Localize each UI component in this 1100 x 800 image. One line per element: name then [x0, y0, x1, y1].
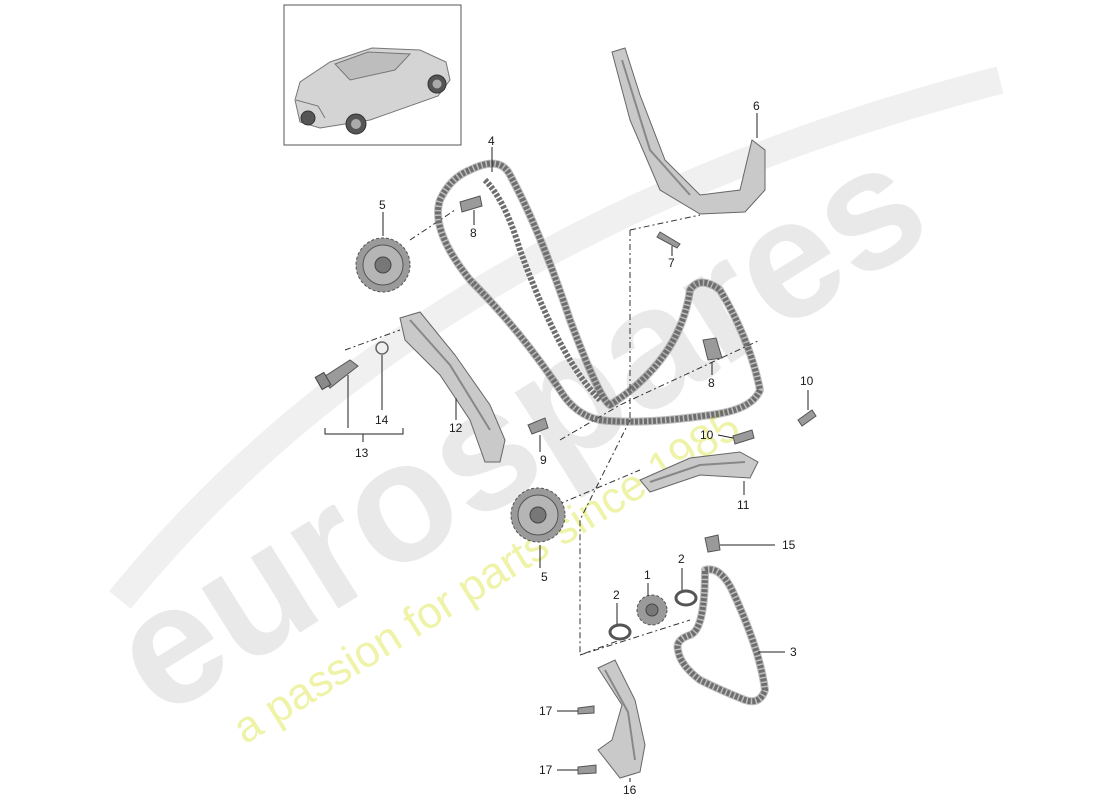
watermark: eurospares a passion for parts since 198…: [79, 66, 1004, 753]
callout-8-lower: 8: [708, 376, 715, 390]
washer-2-left: [608, 623, 632, 641]
pin-8-lower: [702, 337, 723, 361]
timing-chain-lower: [673, 565, 769, 706]
callout-9: 9: [540, 453, 547, 467]
bolt-10-upper: [797, 409, 817, 427]
pin-8-upper: [459, 195, 483, 213]
car-icon: [294, 47, 451, 135]
callout-17-upper: 17: [539, 704, 553, 718]
tensioner-rail-16: [597, 659, 646, 779]
callout-15: 15: [782, 538, 796, 552]
callout-7: 7: [668, 256, 675, 270]
sprocket-1: [636, 594, 668, 626]
callout-11: 11: [737, 498, 750, 512]
chain-tensioner-13: [314, 359, 359, 391]
bolt-10-lower: [732, 429, 755, 445]
bolt-7: [656, 231, 681, 249]
bolt-17-upper: [577, 705, 595, 715]
callout-8-upper: 8: [470, 226, 477, 240]
callout-2-left: 2: [613, 588, 620, 602]
chain-guide-rail-6: [611, 47, 766, 215]
callout-13: 13: [355, 446, 369, 460]
clip-15: [704, 534, 721, 553]
alignment-lines: [344, 209, 761, 656]
callout-2-right: 2: [678, 552, 685, 566]
callout-16: 16: [623, 783, 637, 797]
seal-ring-14: [375, 341, 389, 355]
tensioner-rail-12: [399, 311, 506, 463]
callout-3: 3: [790, 645, 797, 659]
timing-chain-main: [434, 159, 764, 426]
camshaft-adjuster-upper: [355, 237, 411, 293]
chain-guide-rail-11: [639, 451, 759, 493]
watermark-brand: eurospares: [79, 105, 957, 752]
bolt-9: [527, 417, 549, 435]
vehicle-thumbnail: [283, 4, 462, 146]
bolt-17-lower: [577, 764, 597, 775]
callout-10-upper: 10: [800, 374, 814, 388]
camshaft-adjuster-lower: [510, 487, 566, 543]
callouts: 5 4 6 8 7 8 10 10 12 14 13 9 11 15 5 2 1…: [355, 99, 814, 797]
callout-6: 6: [753, 99, 760, 113]
callout-5-lower: 5: [541, 570, 548, 584]
callout-4: 4: [488, 134, 495, 148]
callout-10-lower: 10: [700, 428, 714, 442]
callout-5-upper: 5: [379, 198, 386, 212]
callout-12: 12: [449, 421, 463, 435]
leader-lines: [324, 113, 809, 782]
callout-14: 14: [375, 413, 389, 427]
callout-17-lower: 17: [539, 763, 553, 777]
washer-2-right: [674, 589, 698, 607]
callout-1: 1: [644, 568, 651, 582]
